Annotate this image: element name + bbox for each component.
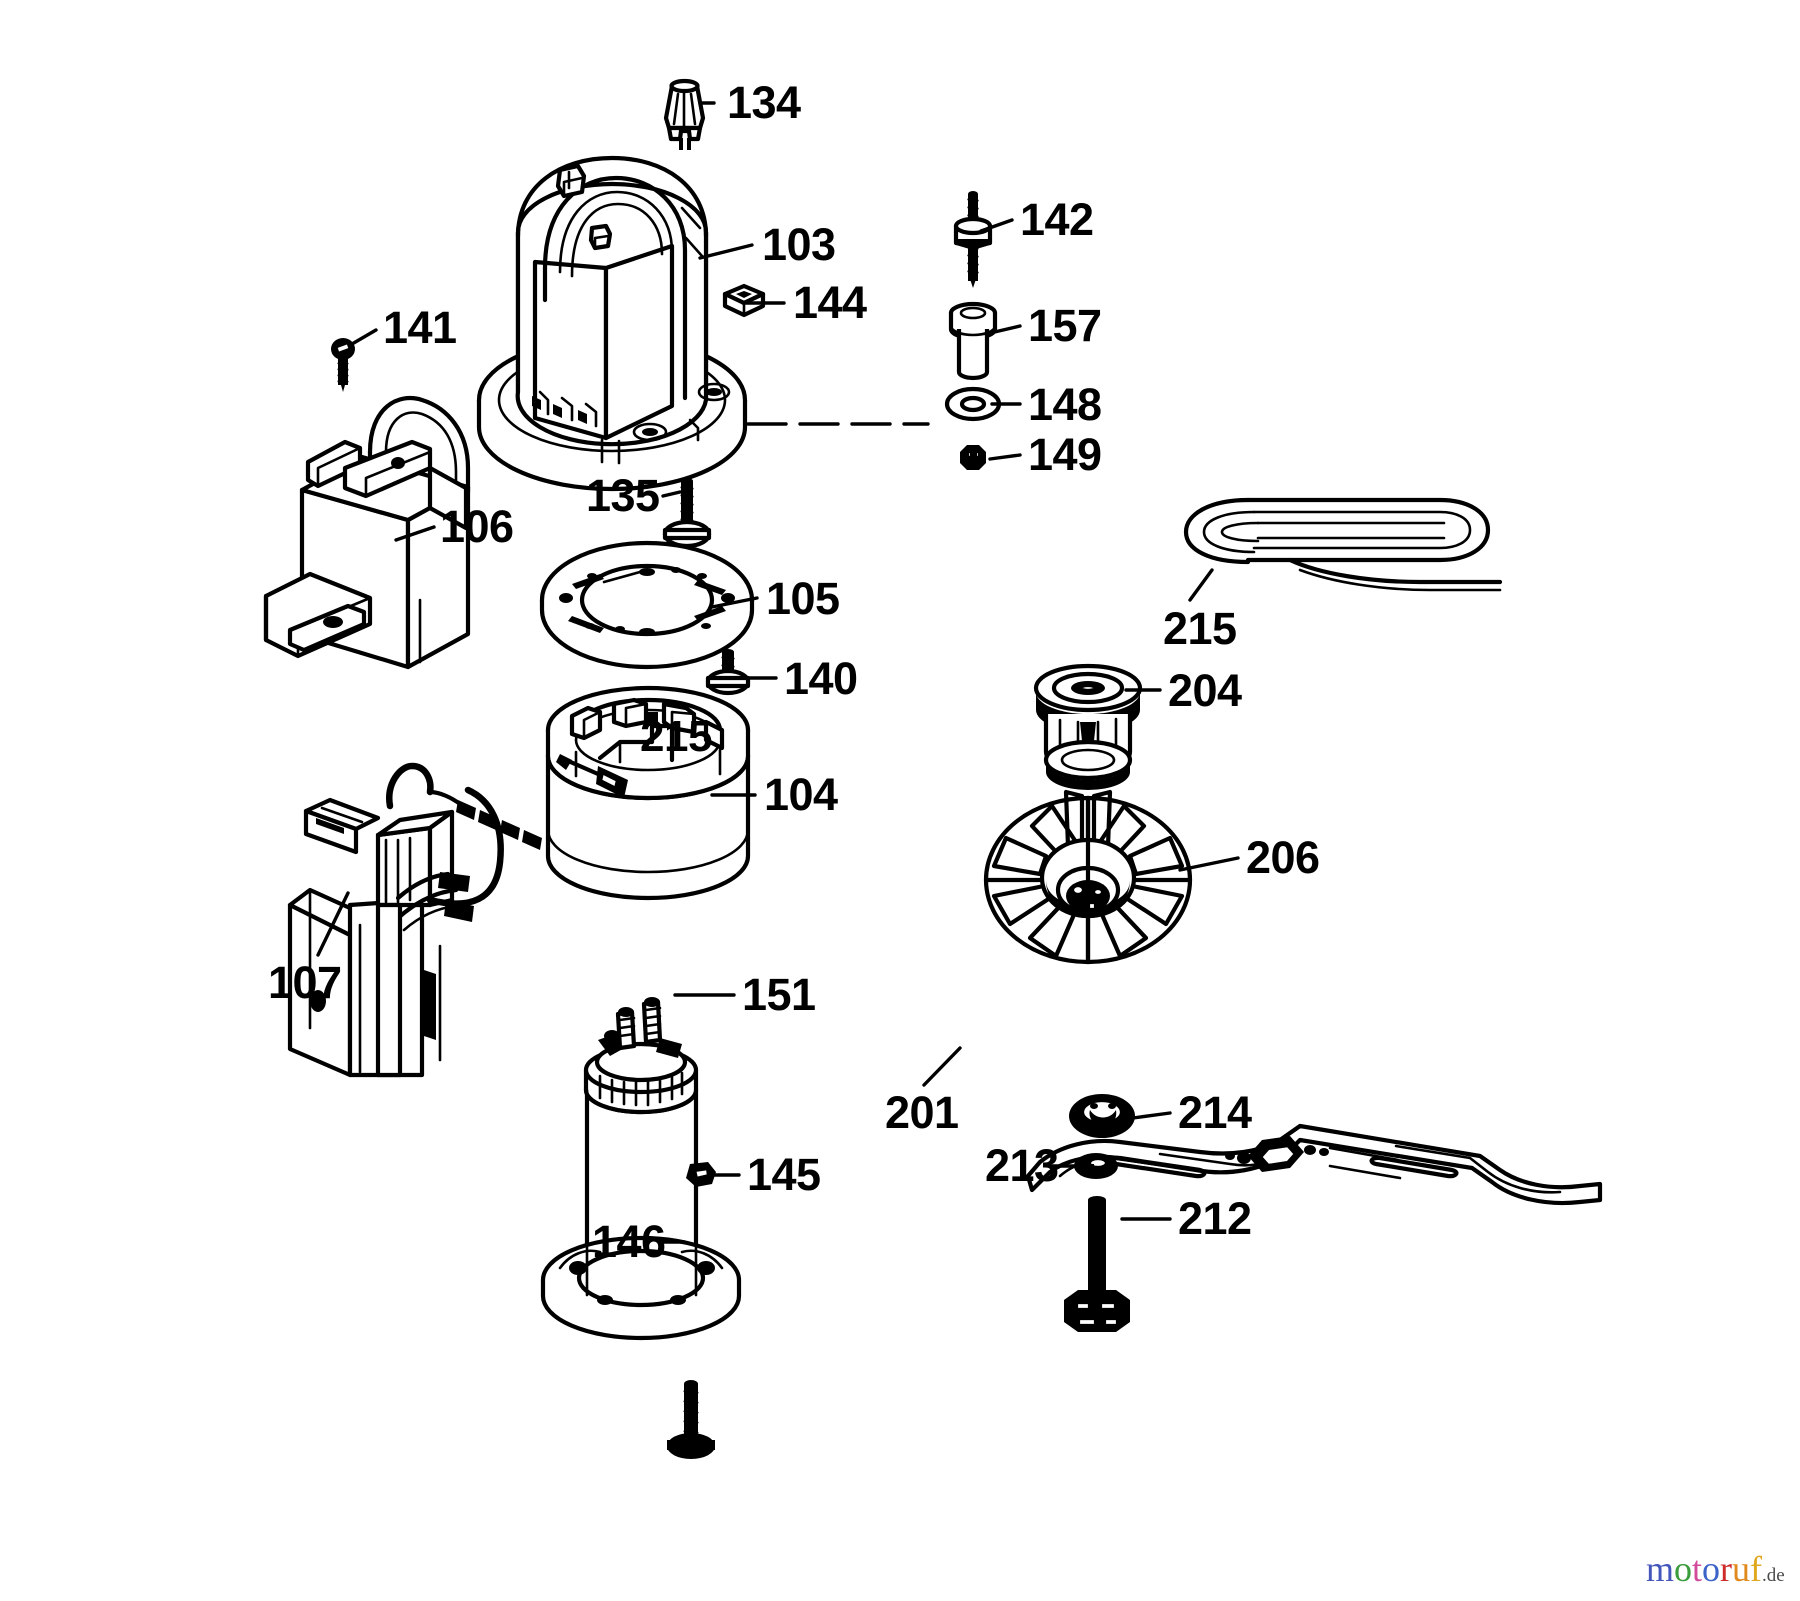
part-label-screw-short: 135 (586, 470, 660, 521)
leader-line-blade-adapter (1131, 1111, 1172, 1120)
part-label-square-nut: 144 (793, 277, 867, 328)
watermark-letter: o (1674, 1549, 1693, 1589)
leader-line-cutting-blade (922, 1046, 962, 1087)
part-142-bolt-long (953, 191, 993, 288)
part-106-switch-cover (263, 395, 471, 670)
part-label-drive-belt: 215 (1163, 603, 1237, 654)
part-157-spacer-bushing (948, 301, 998, 381)
leader-line-switch-cover (394, 525, 436, 542)
part-label-flat-washer: 148 (1028, 379, 1102, 430)
leader-line-switch-assembly (316, 891, 350, 957)
watermark-letter: r (1720, 1549, 1733, 1589)
part-134-cap-plug (663, 78, 706, 150)
part-label-motor-mount-housing: 104 (764, 769, 838, 820)
motoruf-watermark: motoruf.de (1646, 1551, 1785, 1594)
part-label-screw-motor: 146 (592, 1216, 666, 1267)
part-label-blade-bolt: 212 (1178, 1193, 1252, 1244)
part-140-screw-gasket (705, 649, 751, 696)
leader-line-motor-cover-housing (698, 243, 754, 260)
part-label-motor-cover-housing: 103 (762, 219, 836, 270)
part-206-cooling-fan (983, 789, 1193, 965)
part-213-blade-washer (1074, 1153, 1118, 1179)
part-105-gasket-ring (539, 540, 755, 670)
part-146-screw-motor (667, 1380, 715, 1459)
leader-lines (316, 101, 1240, 1244)
watermark-letter: f (1750, 1549, 1763, 1589)
leader-line-screw-short (661, 490, 682, 498)
part-label-switch-assembly: 107 (268, 957, 342, 1008)
leader-line-drive-belt (1188, 568, 1214, 602)
part-label-stray-label-on-housing: 215 (640, 712, 712, 761)
part-135-screw-short (662, 478, 712, 549)
part-212-blade-bolt (1064, 1196, 1130, 1332)
part-label-screw-cover: 141 (383, 302, 457, 353)
watermark-tld: .de (1762, 1565, 1785, 1586)
part-151-electric-motor (540, 997, 742, 1341)
leader-line-screw-cover (350, 328, 378, 346)
part-214-blade-adapter (1069, 1094, 1135, 1138)
part-104-motor-mount-housing (545, 685, 751, 901)
part-145-lock-washer (686, 1162, 716, 1187)
watermark-letter: m (1646, 1549, 1675, 1589)
part-label-spacer-bushing: 157 (1028, 300, 1102, 351)
part-107-switch-assembly (287, 754, 628, 1078)
leader-line-lock-nut (988, 453, 1022, 461)
watermark-letter: t (1692, 1549, 1703, 1589)
part-label-cutting-blade: 201 (885, 1087, 959, 1138)
leader-line-bolt-long (979, 218, 1014, 233)
part-144-square-nut (722, 283, 766, 318)
part-label-screw-gasket: 140 (784, 653, 858, 704)
watermark-letter: u (1732, 1549, 1751, 1589)
part-141-screw-cover (331, 338, 355, 392)
part-label-cap-plug: 134 (727, 77, 801, 128)
watermark-letter: o (1702, 1549, 1721, 1589)
part-label-electric-motor: 151 (742, 969, 816, 1020)
part-215-drive-belt (1183, 497, 1503, 592)
part-label-gasket-ring: 105 (766, 573, 840, 624)
part-label-blade-washer: 213 (985, 1140, 1059, 1191)
part-label-bolt-long: 142 (1020, 194, 1094, 245)
part-label-blade-adapter: 214 (1178, 1087, 1252, 1138)
part-label-lock-washer: 145 (747, 1149, 821, 1200)
part-149-lock-nut (960, 445, 986, 470)
part-204-drive-pulley (1033, 663, 1143, 790)
part-103-motor-cover-housing (476, 155, 930, 492)
part-label-cooling-fan: 206 (1246, 832, 1320, 883)
part-201-cutting-blade (1025, 1123, 1603, 1206)
part-label-drive-pulley: 204 (1168, 665, 1242, 716)
leader-line-spacer-bushing (984, 324, 1022, 336)
leader-line-cooling-fan (1178, 856, 1240, 872)
part-label-switch-cover: 106 (440, 501, 514, 552)
leader-line-gasket-ring (710, 596, 759, 609)
part-label-lock-nut: 149 (1028, 429, 1102, 480)
